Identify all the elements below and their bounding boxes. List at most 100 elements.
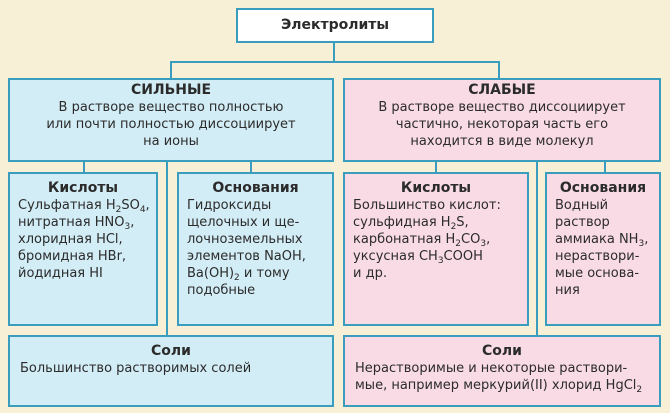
subscript: 2 xyxy=(450,222,457,232)
section-title: Кислоты xyxy=(400,180,472,196)
connector xyxy=(604,160,606,174)
text: S, xyxy=(456,215,469,230)
section-line: бромидная HBr, xyxy=(10,248,156,265)
section-line: Ba(OH)2 и тому xyxy=(179,265,332,283)
text: подобные xyxy=(187,283,256,298)
section-title: Основания xyxy=(559,180,647,196)
section-line: йодидная HI xyxy=(10,265,156,282)
subscript: 3 xyxy=(480,239,487,249)
weak-desc: находится в виде молекул xyxy=(410,134,594,149)
text: раствор xyxy=(555,215,610,230)
weak-box: СЛАБЫЕ В растворе вещество диссоциирует … xyxy=(343,78,661,162)
connector xyxy=(170,61,500,63)
strong-desc: или почти полностью диссоциирует xyxy=(46,117,296,132)
text: йодидная HI xyxy=(18,266,103,281)
text: уксусная CH xyxy=(353,249,438,264)
section-line: щелочных и ще- xyxy=(179,214,332,231)
text: Гидроксиды xyxy=(187,198,272,213)
text: мые, например меркурий(II) хлорид HgCl xyxy=(355,378,637,393)
strong-desc: В растворе вещество полностью xyxy=(58,100,284,115)
text: нераствори- xyxy=(555,249,640,264)
section-line: Сульфатная H2SO4, xyxy=(10,197,156,215)
connector xyxy=(498,61,500,79)
section-line: подобные xyxy=(179,282,332,299)
connector xyxy=(166,160,168,337)
weak-desc: В растворе вещество диссоциирует xyxy=(378,100,626,115)
text: щелочных и ще- xyxy=(187,215,300,230)
section-line: Гидроксиды xyxy=(179,197,332,214)
section-line: мые основа- xyxy=(547,265,659,282)
text: аммиака NH xyxy=(555,232,639,247)
subscript: 3 xyxy=(638,239,645,249)
section-line: карбонатная H2CO3, xyxy=(345,231,527,249)
connector xyxy=(536,160,538,337)
root-box: Электролиты xyxy=(236,8,434,43)
text: Ba(OH) xyxy=(187,266,235,281)
connector xyxy=(435,160,437,174)
text: COOH xyxy=(443,249,483,264)
subscript: 3 xyxy=(437,256,444,266)
text: Большинство растворимых солей xyxy=(20,361,252,376)
text: ния xyxy=(555,283,580,298)
section-title: Соли xyxy=(151,343,191,359)
text: Водный xyxy=(555,198,609,213)
section-line: аммиака NH3, xyxy=(547,231,659,249)
subscript: 4 xyxy=(139,205,146,215)
text: и др. xyxy=(353,266,387,281)
section-line: сульфидная H2S, xyxy=(345,214,527,232)
text: , xyxy=(486,232,491,247)
connector xyxy=(83,160,85,174)
text: CO xyxy=(461,232,481,247)
strong-desc: на ионы xyxy=(143,134,199,149)
text: , xyxy=(644,232,649,247)
text: нитратная HNO xyxy=(18,215,125,230)
section-line: элементов NaOH, xyxy=(179,248,332,265)
connector xyxy=(333,42,335,62)
section-line: мые, например меркурий(II) хлорид HgCl2 xyxy=(345,377,659,395)
connector xyxy=(170,61,172,79)
text: SO xyxy=(121,198,140,213)
text: , xyxy=(130,215,135,230)
subscript: 2 xyxy=(455,239,462,249)
section-title: Основания xyxy=(212,180,299,196)
section-line: Нерастворимые и некоторые раствори- xyxy=(345,360,659,377)
section-line: Большинство кислот: xyxy=(345,197,527,214)
connector xyxy=(250,160,252,174)
section-title: Соли xyxy=(482,343,522,359)
text: хлоридная HCl, xyxy=(18,232,123,247)
section-line: хлоридная HCl, xyxy=(10,231,156,248)
text: сульфидная H xyxy=(353,215,451,230)
text: Сульфатная H xyxy=(18,198,116,213)
subscript: 2 xyxy=(234,273,240,283)
root-title: Электролиты xyxy=(280,17,390,33)
strong-box: СИЛЬНЫЕ В растворе вещество полностью ил… xyxy=(8,78,334,162)
subscript: 2 xyxy=(115,205,122,215)
text: элементов NaOH, xyxy=(187,249,306,264)
text: Нерастворимые и некоторые раствори- xyxy=(355,361,628,376)
text: лочноземельных xyxy=(187,232,303,247)
text: Большинство кислот: xyxy=(353,198,501,213)
section-line: и др. xyxy=(345,265,527,282)
strong-title: СИЛЬНЫЕ xyxy=(130,82,212,98)
text: карбонатная H xyxy=(353,232,456,247)
weak-title: СЛАБЫЕ xyxy=(468,82,536,98)
section-line: нераствори- xyxy=(547,248,659,265)
section-line: Водный xyxy=(547,197,659,214)
text: и тому xyxy=(239,266,290,281)
text: , xyxy=(145,198,150,213)
subscript: 3 xyxy=(124,222,131,232)
section-line: Большинство растворимых солей xyxy=(10,360,332,377)
text: бромидная HBr, xyxy=(18,249,127,264)
section-line: раствор xyxy=(547,214,659,231)
text: мые основа- xyxy=(555,266,640,281)
section-title: Кислоты xyxy=(47,180,119,196)
section-line: уксусная CH3COOH xyxy=(345,248,527,266)
subscript: 2 xyxy=(636,385,643,395)
weak-desc: частично, некоторая часть его xyxy=(395,117,609,132)
